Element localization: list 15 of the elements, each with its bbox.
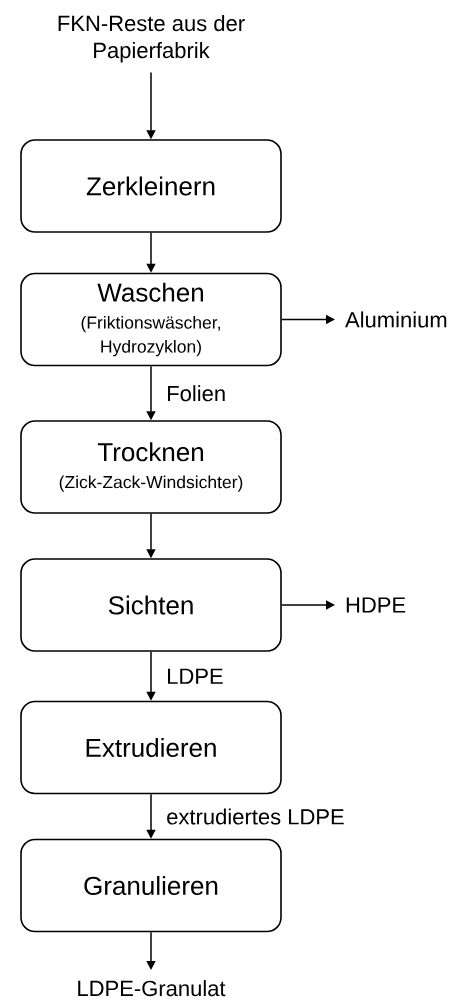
process-box: Sichten xyxy=(20,558,282,652)
source-label: FKN-Reste aus der Papierfabrik xyxy=(58,15,245,63)
edge-label: LDPE xyxy=(168,668,223,684)
process-box: Granulieren xyxy=(20,838,282,933)
edge-label: Folien xyxy=(168,385,225,402)
process-box: Trocknen (Zick-Zack-Windsichter) xyxy=(20,420,282,514)
process-box: Extrudieren xyxy=(20,700,282,795)
process-box: Zerkleinern xyxy=(20,139,282,233)
output-label: LDPE-Granulat xyxy=(78,980,226,997)
arrow xyxy=(281,600,335,610)
output-label: HDPE xyxy=(346,597,406,613)
output-label: Aluminium xyxy=(345,311,447,328)
edge-label: extrudiertes LDPE xyxy=(167,808,344,825)
arrow xyxy=(146,931,156,970)
process-box: Waschen (Friktionswäscher, Hydrozyklon) xyxy=(20,272,282,367)
